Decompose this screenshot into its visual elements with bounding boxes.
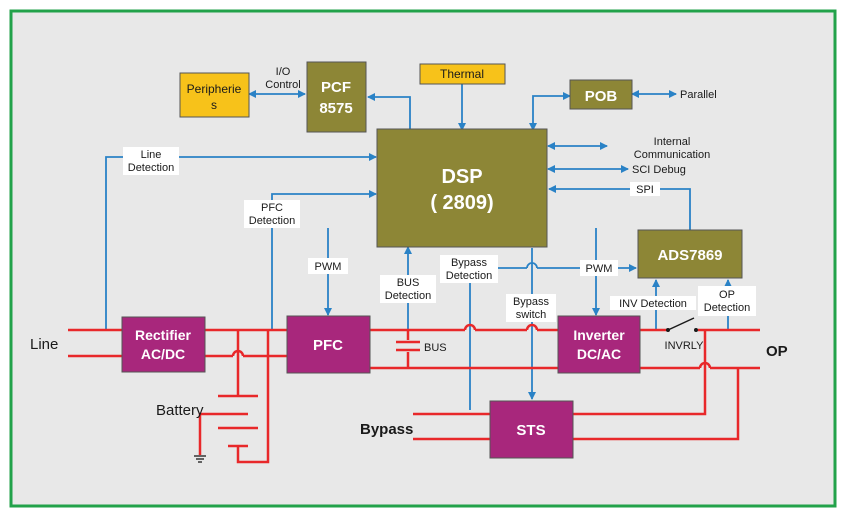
dsp-model: ( 2809) bbox=[430, 192, 493, 214]
pwm-left-label: PWM bbox=[315, 261, 342, 273]
sci-debug-label: SCI Debug bbox=[632, 164, 686, 176]
line-detection-label-1: Line bbox=[141, 149, 162, 161]
pcf-label: PCF bbox=[321, 79, 351, 96]
dsp-block: DSP ( 2809) bbox=[376, 128, 548, 248]
ads-label: ADS7869 bbox=[657, 247, 722, 264]
bypass-detection-label-1: Bypass bbox=[451, 257, 488, 269]
invrly-label: INVRLY bbox=[665, 340, 705, 352]
pfc-label: PFC bbox=[313, 337, 343, 354]
io-control-label-2: Control bbox=[265, 79, 300, 91]
peripheries-label-1: Peripherie bbox=[187, 82, 242, 96]
pfc-block: PFC bbox=[286, 315, 371, 374]
bus-detection-label-2: Detection bbox=[385, 290, 431, 302]
parallel-label: Parallel bbox=[680, 89, 717, 101]
op-detection-label-1: OP bbox=[719, 289, 735, 301]
thermal-block: Thermal bbox=[419, 63, 506, 85]
bus-label: BUS bbox=[424, 342, 447, 354]
inverter-block: Inverter DC/AC bbox=[557, 315, 641, 374]
bypass-detection-label-2: Detection bbox=[446, 270, 492, 282]
op-detection-label-2: Detection bbox=[704, 302, 750, 314]
peripheries-label-2: s bbox=[211, 98, 217, 112]
pfc-detection-label-2: Detection bbox=[249, 215, 295, 227]
pob-block: POB bbox=[569, 79, 633, 110]
bypass-switch-label-1: Bypass bbox=[513, 296, 550, 308]
peripheries-block: Peripherie s bbox=[179, 72, 250, 118]
bypass-switch-label-2: switch bbox=[516, 309, 547, 321]
rectifier-label: Rectifier bbox=[135, 327, 192, 343]
ground-icon bbox=[194, 455, 206, 463]
inverter-type: DC/AC bbox=[577, 346, 621, 362]
power-lines bbox=[68, 323, 760, 464]
line-input-label: Line bbox=[30, 336, 58, 353]
bypass-input-label: Bypass bbox=[360, 421, 413, 438]
spi-label: SPI bbox=[636, 184, 654, 196]
invrly-switch bbox=[666, 317, 698, 332]
io-control-label-1: I/O bbox=[276, 66, 291, 78]
thermal-label: Thermal bbox=[440, 67, 484, 81]
pcf-model: 8575 bbox=[319, 100, 352, 117]
bus-detection-label-1: BUS bbox=[397, 277, 420, 289]
pob-label: POB bbox=[585, 88, 618, 105]
pcf8575-block: PCF 8575 bbox=[306, 61, 367, 133]
sts-label: STS bbox=[516, 422, 545, 439]
pfc-detection-label-1: PFC bbox=[261, 202, 283, 214]
pwm-right-label: PWM bbox=[586, 263, 613, 275]
sts-block: STS bbox=[489, 400, 574, 459]
inverter-label: Inverter bbox=[573, 327, 625, 343]
op-output-label: OP bbox=[766, 343, 788, 360]
rectifier-type: AC/DC bbox=[141, 346, 185, 362]
internal-comm-label-1: Internal bbox=[654, 136, 691, 148]
dsp-label: DSP bbox=[441, 166, 482, 188]
internal-comm-label-2: Communication bbox=[634, 149, 710, 161]
line-detection-label-2: Detection bbox=[128, 162, 174, 174]
inv-detection-label: INV Detection bbox=[619, 298, 687, 310]
label-backgrounds bbox=[123, 147, 756, 322]
battery-label: Battery bbox=[156, 402, 204, 419]
ads7869-block: ADS7869 bbox=[637, 229, 743, 279]
rectifier-block: Rectifier AC/DC bbox=[121, 316, 206, 373]
